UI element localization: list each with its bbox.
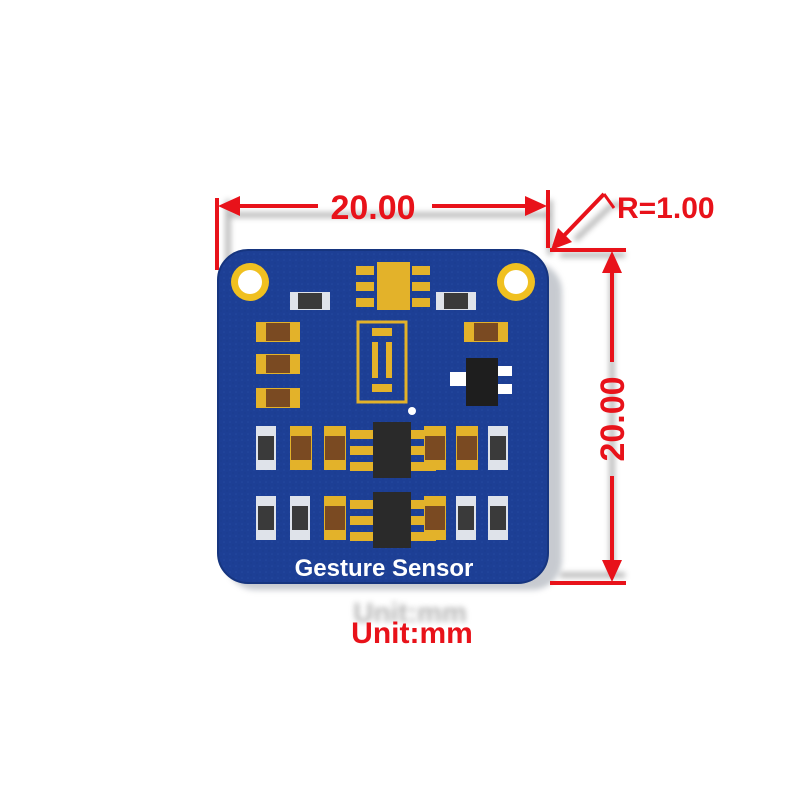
- top-ic: [356, 262, 430, 310]
- mounting-hole-right: [497, 263, 535, 301]
- pin1-marker: [408, 407, 416, 415]
- row-2-ic: [350, 492, 436, 548]
- svg-text:Unit:mm: Unit:mm: [353, 597, 467, 628]
- sensor-footprint: [356, 320, 408, 404]
- arrowhead-radius: [551, 228, 572, 250]
- radius-label: R=1.00: [617, 192, 715, 225]
- top-left-resistor: [290, 292, 330, 310]
- arrowhead-left: [218, 196, 240, 216]
- arrowhead-right: [525, 196, 547, 216]
- top-right-resistor: [436, 292, 476, 310]
- pcb-board: Gesture Sensor: [217, 249, 549, 584]
- height-label: 20.00: [594, 376, 632, 461]
- left-capacitors: [256, 322, 300, 408]
- width-dimension: 20.00: [215, 189, 550, 270]
- arrowhead-top: [602, 251, 622, 273]
- unit-label: Unit:mm: [351, 617, 473, 650]
- mounting-hole-left: [231, 263, 269, 301]
- radius-dimension: R=1.00: [551, 192, 715, 250]
- width-label: 20.00: [330, 189, 415, 227]
- height-dimension: 20.00: [550, 248, 632, 585]
- row-1-ic: [350, 422, 436, 478]
- right-transistor: [450, 358, 512, 406]
- component-row-1: [256, 422, 508, 478]
- component-row-2: [256, 492, 508, 548]
- arrowhead-bottom: [602, 560, 622, 582]
- right-capacitor: [464, 322, 508, 342]
- silkscreen-label: Gesture Sensor: [295, 555, 474, 582]
